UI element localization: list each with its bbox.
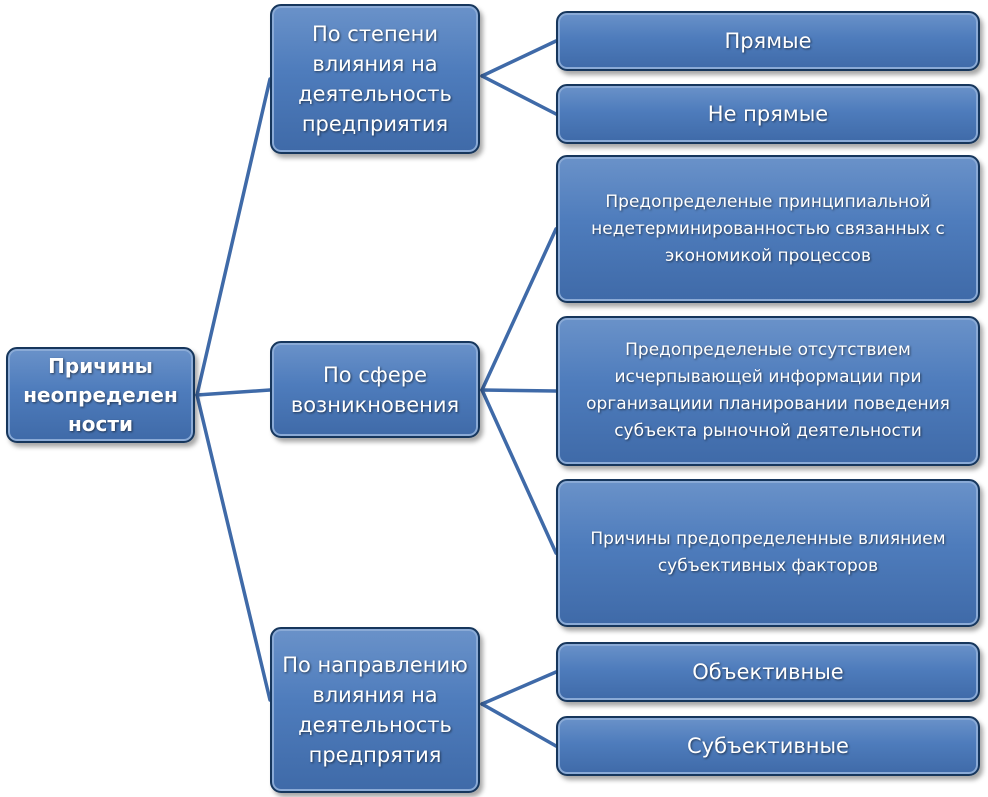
leaf-objective-label: Объективные [692,660,844,684]
leaf-subjective-factors-label: Причины предопределенные влиянием субъек… [590,529,946,576]
category-origin-sphere-label: По сфере возникновения [290,362,460,417]
leaf-direct: Прямые [556,11,980,71]
leaf-objective: Объективные [556,642,980,702]
connector-degree-to-direct [480,39,558,78]
category-influence-direction-label: По направлению влияния на деятельность п… [282,653,468,767]
leaf-subjective-label: Субъективные [687,734,849,758]
connector-sphere-to-subjective-factors [480,388,558,555]
category-influence-degree: По степени влияния на деятельность предп… [270,4,480,154]
root-node: Причины неопределен ности [6,347,195,443]
leaf-indirect: Не прямые [556,84,980,144]
leaf-lack-of-information-label: Предопределеные отсутствием исчерпывающе… [586,340,950,441]
category-influence-degree-label: По степени влияния на деятельность предп… [298,22,452,136]
connector-root-to-influence-degree [195,77,272,397]
connector-sphere-to-nondeterminism [480,227,558,392]
root-node-label: Причины неопределен ности [23,353,178,436]
leaf-subjective: Субъективные [556,716,980,776]
leaf-indirect-label: Не прямые [707,102,829,126]
leaf-lack-of-information: Предопределеные отсутствием исчерпывающе… [556,316,980,466]
connector-root-to-influence-direction [195,393,272,702]
leaf-direct-label: Прямые [724,29,812,53]
connector-direction-to-subjective [480,702,558,748]
leaf-subjective-factors: Причины предопределенные влиянием субъек… [556,479,980,627]
connector-sphere-to-lack-of-information [480,388,558,393]
leaf-nondeterminism: Предопределеные принципиальной недетерми… [556,155,980,303]
connector-degree-to-indirect [480,74,558,116]
connector-root-to-origin-sphere [195,388,272,397]
category-origin-sphere: По сфере возникновения [270,341,480,438]
category-influence-direction: По направлению влияния на деятельность п… [270,627,480,793]
connector-direction-to-objective [480,670,558,706]
leaf-nondeterminism-label: Предопределеные принципиальной недетерми… [591,191,945,266]
